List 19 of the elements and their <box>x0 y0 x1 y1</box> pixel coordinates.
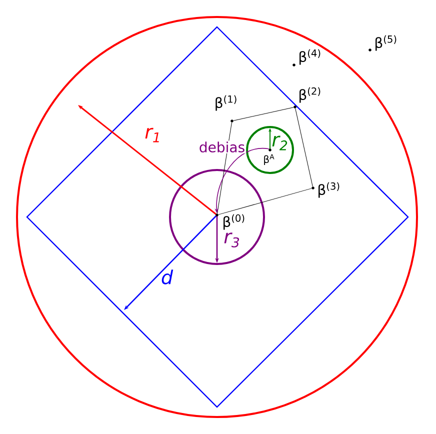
point-label: β$^{(4)}$ <box>300 49 320 65</box>
point-label: β$^{(3)}$ <box>318 182 340 198</box>
point <box>230 120 234 122</box>
point <box>268 148 272 152</box>
point <box>312 186 314 190</box>
dimension-label: r$_{3}$ <box>224 232 240 248</box>
point-label: β$^{(0)}$ <box>224 214 244 230</box>
point-label: β$^{(2)}$ <box>300 87 320 103</box>
edge-label: debias <box>198 140 246 154</box>
point-label: β$^{(1)}$ <box>216 95 236 111</box>
point-label: β$^{A}$ <box>264 154 274 166</box>
point-label: β$^{(5)}$ <box>376 35 396 51</box>
dimension-label: r$_{2}$ <box>272 136 288 150</box>
point <box>368 48 372 52</box>
point <box>216 214 218 216</box>
point <box>292 64 296 66</box>
dimension-label: d <box>162 270 174 284</box>
dimension-label: r$_{1}$ <box>145 128 159 142</box>
point <box>294 106 296 108</box>
